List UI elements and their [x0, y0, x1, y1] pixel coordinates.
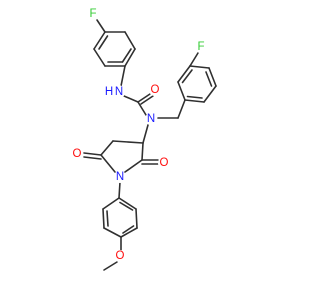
- atom-label: N: [116, 171, 124, 183]
- atom-n-ring: N: [114, 171, 126, 183]
- bond: [142, 124, 149, 144]
- bond: [189, 65, 210, 69]
- bond: [140, 95, 154, 105]
- bond: [137, 101, 147, 116]
- atom-f-top: F: [87, 8, 99, 20]
- bond: [137, 93, 151, 103]
- bond: [106, 210, 109, 227]
- bond: [123, 95, 139, 103]
- bond: [177, 65, 191, 83]
- atom-n-urea: N: [145, 113, 157, 125]
- atom-label: O: [73, 148, 82, 160]
- atom-label: O: [151, 84, 160, 96]
- bond: [122, 225, 135, 234]
- atom-o-methoxy: O: [114, 250, 126, 262]
- bond: [100, 154, 116, 173]
- atom-label: O: [116, 250, 125, 262]
- atom-o-urea: O: [149, 84, 161, 96]
- atom-label: F: [89, 8, 96, 20]
- bond: [83, 152, 102, 156]
- bond: [93, 31, 106, 50]
- atom-o-ring-right: O: [158, 157, 170, 169]
- bond: [103, 261, 118, 271]
- atom-label: H: [105, 86, 113, 98]
- bond: [124, 31, 136, 50]
- bond: [208, 67, 217, 87]
- bond: [189, 52, 199, 67]
- bond: [119, 201, 134, 211]
- atom-f-right: F: [195, 41, 207, 53]
- atom-label: O: [160, 157, 169, 169]
- bond: [118, 197, 137, 210]
- atom-label: N: [115, 86, 123, 98]
- bond: [181, 69, 193, 84]
- bond: [120, 65, 126, 87]
- bond: [102, 208, 105, 229]
- bond: [83, 156, 102, 160]
- bond: [118, 181, 121, 199]
- atom-nh: H N: [105, 85, 125, 99]
- bond: [124, 48, 136, 67]
- bond: [112, 140, 144, 144]
- bond: [184, 99, 205, 103]
- bond: [98, 35, 109, 50]
- bond: [177, 99, 186, 119]
- bond: [103, 227, 122, 238]
- bond: [121, 48, 132, 63]
- atom-label: N: [147, 113, 155, 125]
- bond: [205, 71, 213, 87]
- molecule-structure: F F H N O N O O N: [71, 8, 217, 271]
- bond: [102, 197, 120, 210]
- atom-labels: F F H N O N O O N: [71, 8, 207, 262]
- bond: [100, 140, 114, 156]
- bond: [93, 48, 106, 67]
- bond: [186, 95, 203, 99]
- bond: [141, 142, 144, 161]
- bond: [124, 159, 143, 173]
- bond: [135, 208, 138, 229]
- bond: [177, 81, 186, 101]
- atom-label: F: [197, 41, 204, 53]
- bond: [96, 19, 106, 33]
- bond: [120, 227, 138, 238]
- atom-o-ring-left: O: [71, 147, 83, 160]
- bond: [203, 85, 217, 103]
- bonds: [83, 19, 217, 271]
